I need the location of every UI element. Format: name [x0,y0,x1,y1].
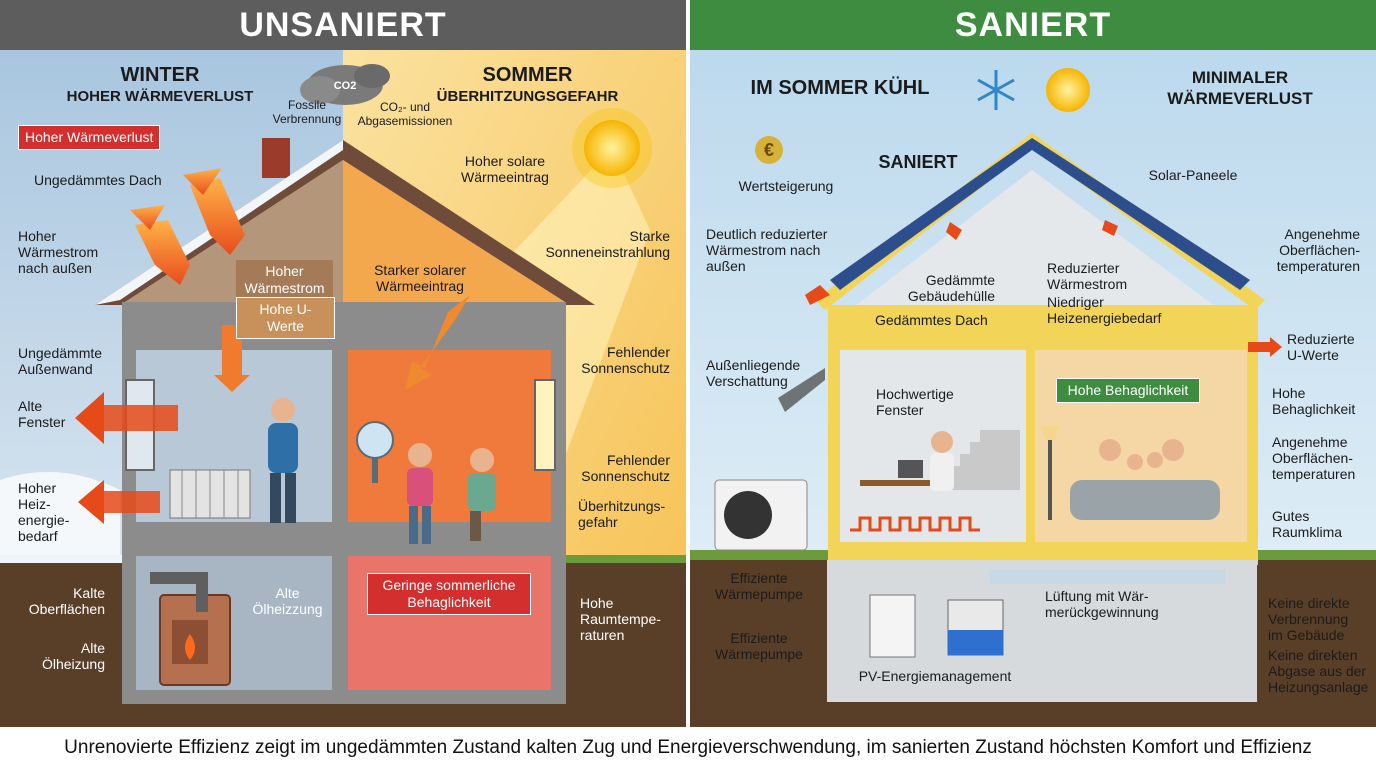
label-solar-gain-2: Starker solarer Wärmeeintrag [374,262,466,294]
low-energy-label: Niedriger Heizenergiebedarf [1047,294,1162,326]
tank-water [948,630,1003,655]
oil-boiler-icon [150,572,231,686]
summer-sun-icon-right [1046,68,1090,112]
tag-roof-u-value: Hohe U-Werte [236,297,335,339]
solar-gain-arrow [405,295,470,390]
reduced-flow-2-label: Reduzierter Wärmestrom [1047,260,1128,292]
attic-arrow-1 [946,222,962,240]
fossil-label: Fossile Verbrennung [272,98,342,126]
no-exhaust-label: Keine direkten Abgase aus der Heizungsan… [1268,647,1369,695]
radiator-icon [169,469,251,519]
chimney [262,138,290,178]
summer-window [534,379,556,471]
cloud-co2-label: CO2 [333,80,357,92]
ventilation-duct [990,570,1225,584]
ventilation-label: Lüftung mit Wär- merückgewinnung [1045,588,1159,620]
label-heat-flow-out: Hoher Wärmestrom nach außen [18,228,99,276]
label-high-temp: Hohe Raumtempe- raturen [580,595,661,643]
header-saniert-label: SANIERT [954,5,1112,44]
label-cold-surfaces: Kalte Oberflächen [28,585,105,617]
heat-loss-arrow-roof-1 [130,205,190,285]
working-woman-icon [860,431,954,491]
summer-subtitle: ÜBERHITZUNGSGEFAHR [436,88,619,105]
label-no-shading-1: Fehlender Sonnenschutz [581,344,670,376]
saniert-panel: IM SOMMER KÜHL MINIMALER WÄRMEVERLUST SA… [690,50,1376,727]
pleasant-surface-2-label: Angenehme Oberflächen- temperaturen [1272,434,1356,482]
pleasant-surface-1-label: Angenehme Oberflächen- temperaturen [1276,226,1360,274]
floor-heating [850,516,980,532]
label-solar-gain-1: Hoher solare Wärmeeintrag [461,153,549,185]
reduced-u-label: Reduzierte U-Werte [1287,331,1355,363]
attic [850,170,1220,310]
hot-man-icon [468,448,496,541]
tag-roof-heat-flow: Hoher Wärmestrom [236,260,333,300]
header-unsaniert: UNSANIERT [0,0,686,50]
label-heating-demand: Hoher Heiz- energie- bedarf [18,480,70,544]
winter-title: WINTER [120,64,200,86]
heat-pump-outdoor-icon [714,479,808,551]
roof-solar-panels-right [1032,138,1250,290]
co2-emissions-label: CO₂- und Abgasemissionen [357,100,453,128]
label-roof-uninsulated: Ungedämmtes Dach [34,172,162,188]
euro-money-icon: € [755,136,783,164]
summer-sun-icon [572,108,652,188]
panel-divider [686,0,690,727]
no-combustion-label: Keine direkte Verbrennung im Gebäude [1268,595,1350,643]
cold-person-icon [268,398,298,523]
reduced-flow-1-label: Deutlich reduzierter Wärmestrom nach auß… [706,226,828,274]
external-shading-label: Außenliegende Verschattung [706,357,801,389]
insulated-envelope-label: Gedämmte Gebäudehülle [907,272,995,304]
heat-pump-1-label: Effiziente Wärmepumpe [715,570,803,602]
winter-subtitle: HOHER WÄRMEVERLUST [66,88,254,105]
summer-cool-title: IM SOMMER KÜHL [750,77,930,99]
fan-icon [356,421,394,483]
insulated-roof-label: Gedämmtes Dach [875,312,988,328]
label-overheating: Überhitzungs- gefahr [578,498,666,530]
family-on-sofa-icon [1070,439,1220,520]
caption: Unrenovierte Effizienz zeigt im ungedämm… [64,737,1312,758]
min-loss-title: MINIMALER WÄRMEVERLUST [1167,68,1313,108]
small-heat-arrow-roof [805,285,830,305]
value-increase-label: Wertsteigerung [738,178,834,194]
label-no-shading-2: Fehlender Sonnenschutz [581,452,670,484]
reduced-heat-arrow-right [1248,337,1282,357]
hot-woman-icon [407,443,433,544]
header-unsaniert-label: UNSANIERT [239,5,447,44]
solar-panels-label: Solar-Paneele [1148,167,1238,183]
stairs-icon [940,430,1020,490]
unsaniert-illustration [0,50,686,727]
quality-windows-label: Hochwertige Fenster [876,386,954,418]
co2-cloud-icon [300,64,390,105]
summer-title: SOMMER [482,64,573,86]
heat-loss-arrow-wall [78,480,160,524]
label-strong-sun: Starke Sonneneinstrahlung [545,228,670,260]
label-old-oil-1: Alte Ölheizzung [252,585,323,617]
high-comfort-label: Hohe Behaglichkeit [1272,385,1356,417]
saniert-label: SANIERT [878,152,958,172]
good-climate-label: Gutes Raumklima [1272,508,1343,540]
label-old-windows: Alte Fenster [18,398,66,430]
label-old-oil-2: Alte Ölheizung [41,640,105,672]
label-wall-uninsulated: Ungedämmte Außenwand [18,345,103,377]
pv-management-label: PV-Energiemanagement [858,668,1012,684]
header-saniert: SANIERT [690,0,1376,50]
roof-solar-panels [830,138,1032,290]
comfort-badge: Hohe Behaglichkeit [1056,378,1200,403]
badge-heat-loss: Hoher Wärmeverlust [18,125,161,150]
indoor-heat-pump [869,594,916,658]
heat-loss-arrow-roof-2 [183,168,245,255]
heat-loss-arrow-window [75,392,178,444]
snowflake-icon [977,70,1015,110]
external-shading [778,368,825,412]
unsaniert-panel: WINTER HOHER WÄRMEVERLUST SOMMER ÜBERHIT… [0,50,686,727]
badge-summer-comfort: Geringe sommerliche Behaglichkeit [367,573,531,615]
attic-summer [343,160,565,302]
attic-arrow-2 [1102,220,1118,236]
floor-lamp-icon [1040,426,1060,520]
saniert-illustration [690,50,1376,727]
heat-pump-2-label: Effiziente Wärmepumpe [715,630,803,662]
